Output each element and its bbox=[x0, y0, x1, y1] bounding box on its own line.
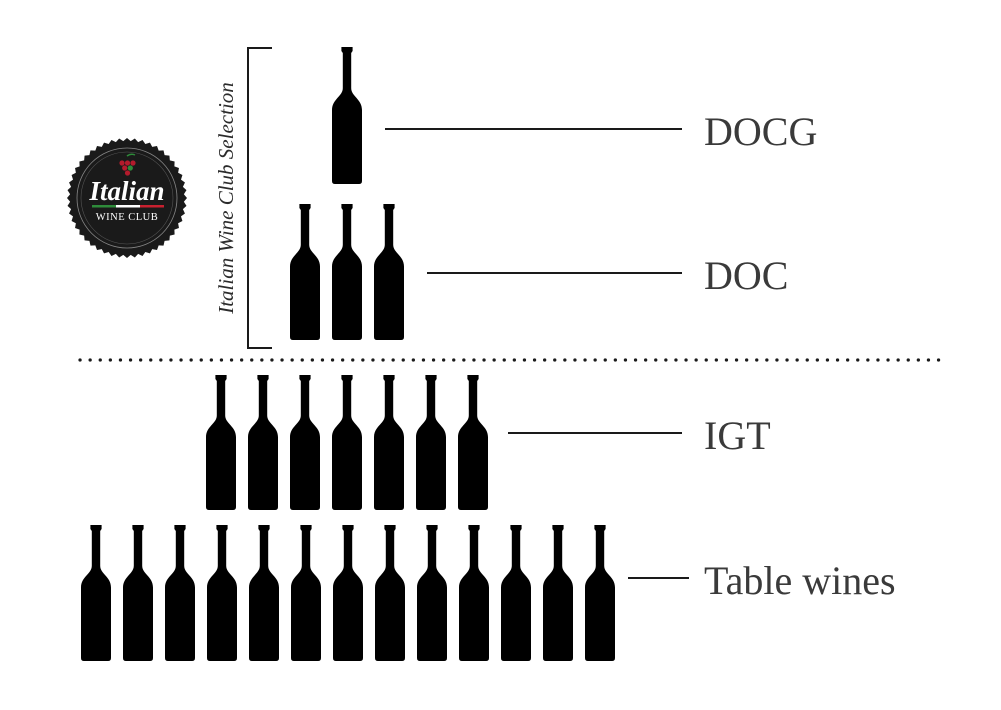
wine-bottle-icon bbox=[291, 525, 321, 661]
grape-dot bbox=[122, 165, 128, 171]
grape-dot bbox=[124, 160, 131, 166]
wine-bottle-icon bbox=[165, 525, 195, 661]
wine-bottle-icon bbox=[416, 375, 446, 510]
bottle-group bbox=[290, 204, 404, 340]
wine-bottle-icon bbox=[332, 375, 362, 510]
wine-bottle-icon bbox=[374, 375, 404, 510]
grape-dot bbox=[127, 165, 133, 171]
grape-dot bbox=[119, 160, 125, 166]
wine-bottle-icon bbox=[332, 47, 362, 184]
tier-doc: DOC bbox=[290, 204, 788, 340]
wine-bottle-icon bbox=[458, 375, 488, 510]
wine-bottle-icon bbox=[417, 525, 447, 661]
wine-bottle-icon bbox=[332, 204, 362, 340]
grape-dot bbox=[124, 170, 131, 176]
tier-label-doc: DOC bbox=[704, 253, 788, 298]
wine-bottle-icon bbox=[375, 525, 405, 661]
wine-bottle-icon bbox=[543, 525, 573, 661]
wine-bottle-icon bbox=[459, 525, 489, 661]
wine-bottle-icon bbox=[290, 204, 320, 340]
logo-main-text: Italian bbox=[88, 176, 164, 206]
logo-inner-ring-2 bbox=[80, 151, 174, 245]
bottle-group bbox=[81, 525, 615, 661]
bottle-group bbox=[206, 375, 488, 510]
wine-bottle-icon bbox=[585, 525, 615, 661]
italian-wine-club-logo: Italian WINE CLUB bbox=[67, 138, 187, 258]
tier-label-igt: IGT bbox=[704, 413, 771, 458]
wine-bottle-icon bbox=[333, 525, 363, 661]
bracket-line bbox=[247, 47, 272, 349]
wine-bottle-icon bbox=[248, 375, 278, 510]
tier-igt: IGT bbox=[206, 375, 771, 510]
wine-bottle-icon bbox=[207, 525, 237, 661]
tier-label-table-wines: Table wines bbox=[704, 558, 896, 603]
logo-sub-text: WINE CLUB bbox=[96, 212, 159, 223]
wine-bottle-icon bbox=[249, 525, 279, 661]
grape-dot bbox=[130, 160, 136, 166]
wine-bottle-icon bbox=[374, 204, 404, 340]
grape-cluster-icon bbox=[119, 153, 136, 176]
wine-bottle-icon bbox=[501, 525, 531, 661]
tier-table-wines: Table wines bbox=[81, 525, 896, 661]
selection-bracket: Italian Wine Club Selection bbox=[214, 47, 272, 349]
tier-docg: DOCG bbox=[332, 47, 817, 184]
wine-bottle-icon bbox=[206, 375, 236, 510]
bottle-group bbox=[332, 47, 362, 184]
logo-inner-ring bbox=[76, 147, 178, 249]
wine-bottle-icon bbox=[123, 525, 153, 661]
flag-segment bbox=[92, 205, 116, 208]
logo-seal-edge bbox=[67, 138, 187, 258]
tier-label-docg: DOCG bbox=[704, 109, 817, 154]
italian-flag-stripe bbox=[92, 205, 164, 208]
wine-bottle-icon bbox=[290, 375, 320, 510]
flag-segment bbox=[116, 205, 140, 208]
wine-bottle-icon bbox=[81, 525, 111, 661]
selection-bracket-label: Italian Wine Club Selection bbox=[214, 82, 238, 315]
flag-segment bbox=[140, 205, 164, 208]
